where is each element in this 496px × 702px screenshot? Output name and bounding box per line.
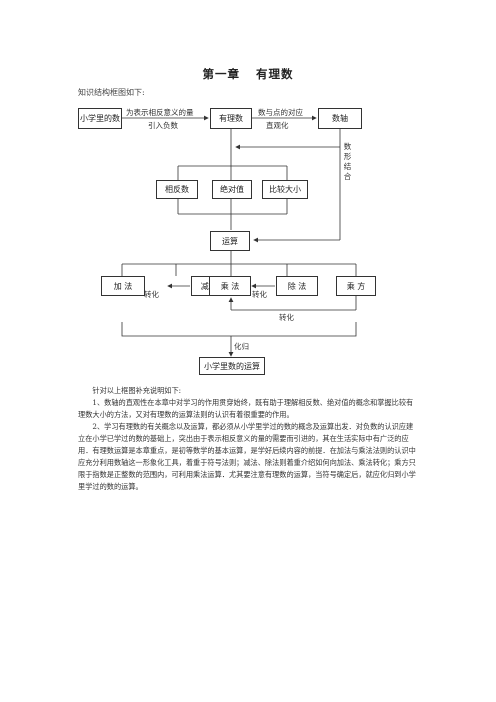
box-compare: 比较大小	[262, 180, 308, 199]
label-introduce-negative: 引入负数	[148, 121, 178, 130]
box-operation: 运算	[210, 231, 250, 251]
box-mul: 乘 法	[209, 276, 251, 296]
chapter-name: 有理数	[256, 67, 294, 81]
label-reduce: 化归	[234, 342, 249, 351]
box-primary-operations: 小学里数的运算	[199, 357, 265, 375]
diagram-lines	[121, 115, 357, 357]
box-add: 加 法	[101, 276, 145, 296]
label-negative-reason: 为表示相反意义的量	[126, 108, 194, 117]
box-rational: 有理数	[210, 108, 252, 129]
label-number-shape: 数形结合	[343, 142, 352, 181]
box-small-numbers: 小学里的数	[78, 108, 122, 129]
chapter-title: 第一章 有理数	[0, 66, 496, 82]
notes-lead: 针对以上框图补充说明如下:	[92, 386, 182, 395]
notes-paragraph-2: 2、学习有理数的有关概念以及运算，都必须从小学里学过的数的概念及运算出发．对负数…	[78, 422, 416, 491]
label-convert-div: 转化	[252, 290, 267, 299]
box-number-axis: 数轴	[318, 108, 362, 129]
notes-paragraph-1: 1、数轴的直观性在本章中对学习的作用贯穿始终，既有助于理解相反数、绝对值的概念和…	[78, 398, 414, 419]
label-convert-sub: 转化	[144, 290, 159, 299]
intro-text: 知识结构框图如下:	[78, 88, 145, 97]
notes-section: 针对以上框图补充说明如下: 1、数轴的直观性在本章中对学习的作用贯穿始终，既有助…	[78, 385, 420, 493]
label-convert-pow: 转化	[279, 313, 294, 322]
chapter-number: 第一章	[202, 67, 240, 81]
box-power: 乘 方	[336, 276, 376, 296]
label-number-point: 数与点的对应	[258, 108, 303, 117]
box-absolute: 绝对值	[212, 180, 252, 199]
reduce-bracket	[121, 322, 357, 337]
box-opposite: 相反数	[156, 180, 198, 199]
box-div: 除 法	[276, 276, 318, 296]
label-intuitive: 直观化	[266, 121, 289, 130]
